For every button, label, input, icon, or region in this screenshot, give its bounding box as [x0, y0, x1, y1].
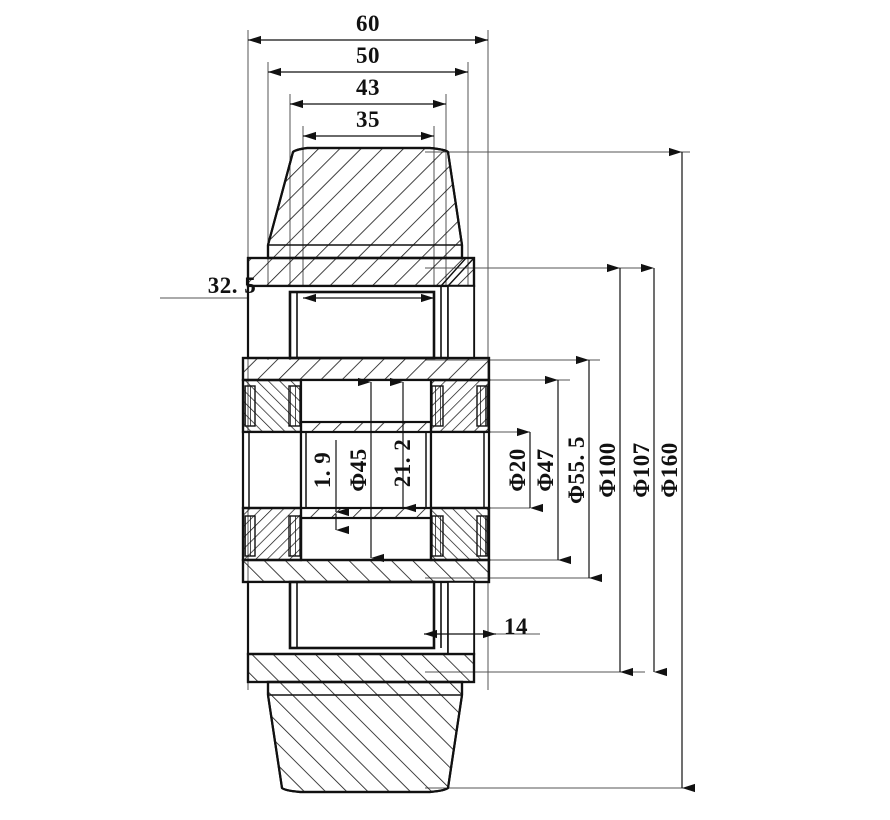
bearing-lower-right	[429, 506, 491, 562]
dim-14-label: 14	[504, 614, 528, 639]
tread-upper	[266, 146, 464, 260]
inner-sleeve-upper	[299, 378, 433, 433]
rim-band-upper	[246, 256, 476, 288]
dim-43: 43	[290, 75, 446, 109]
dim-phi47-label: Φ47	[533, 448, 558, 492]
dim-43-label: 43	[356, 75, 380, 100]
dim-phi20: Φ20	[505, 427, 543, 513]
dim-phi55-5: Φ55. 5	[564, 355, 602, 583]
dim-phi160-label: Φ160	[657, 442, 682, 498]
dim-phi100-label: Φ100	[595, 442, 620, 498]
dim-phi45-label: Φ45	[346, 448, 371, 492]
rim-band-lower	[246, 652, 476, 684]
dim-50-label: 50	[356, 43, 380, 68]
dim-phi160: Φ160	[657, 147, 695, 793]
dim-phi107: Φ107	[629, 263, 667, 677]
dim-35: 35	[303, 107, 434, 141]
dim-35-label: 35	[356, 107, 380, 132]
inner-sleeve-lower	[299, 507, 433, 562]
dim-phi107-label: Φ107	[629, 442, 654, 498]
dim-21-2: 21. 2	[390, 377, 416, 513]
dim-21-2-label: 21. 2	[390, 439, 415, 488]
bearing-lower-left	[241, 506, 303, 562]
hub-flange-lower	[241, 558, 491, 584]
dim-50: 50	[268, 43, 468, 77]
dim-32-5-label: 32. 5	[208, 273, 257, 298]
web-cavity-lower	[246, 580, 476, 656]
hub-flange-upper	[241, 356, 491, 382]
dim-60: 60	[248, 11, 488, 45]
dim-14: 14	[424, 614, 528, 639]
dim-1-9-label: 1. 9	[310, 452, 335, 489]
dim-phi47: Φ47	[533, 375, 571, 565]
bearing-upper-left	[241, 378, 303, 434]
dim-60-label: 60	[356, 11, 380, 36]
dim-1-9: 1. 9	[310, 440, 349, 535]
dim-phi45: Φ45	[346, 377, 384, 563]
dim-phi20-label: Φ20	[505, 448, 530, 492]
dim-32-5: 32. 5	[208, 273, 434, 303]
dim-phi100: Φ100	[595, 263, 633, 677]
web-cavity-upper	[246, 257, 476, 360]
dim-phi55-5-label: Φ55. 5	[564, 436, 589, 504]
bearing-upper-right	[429, 378, 491, 434]
tread-lower	[266, 680, 464, 794]
